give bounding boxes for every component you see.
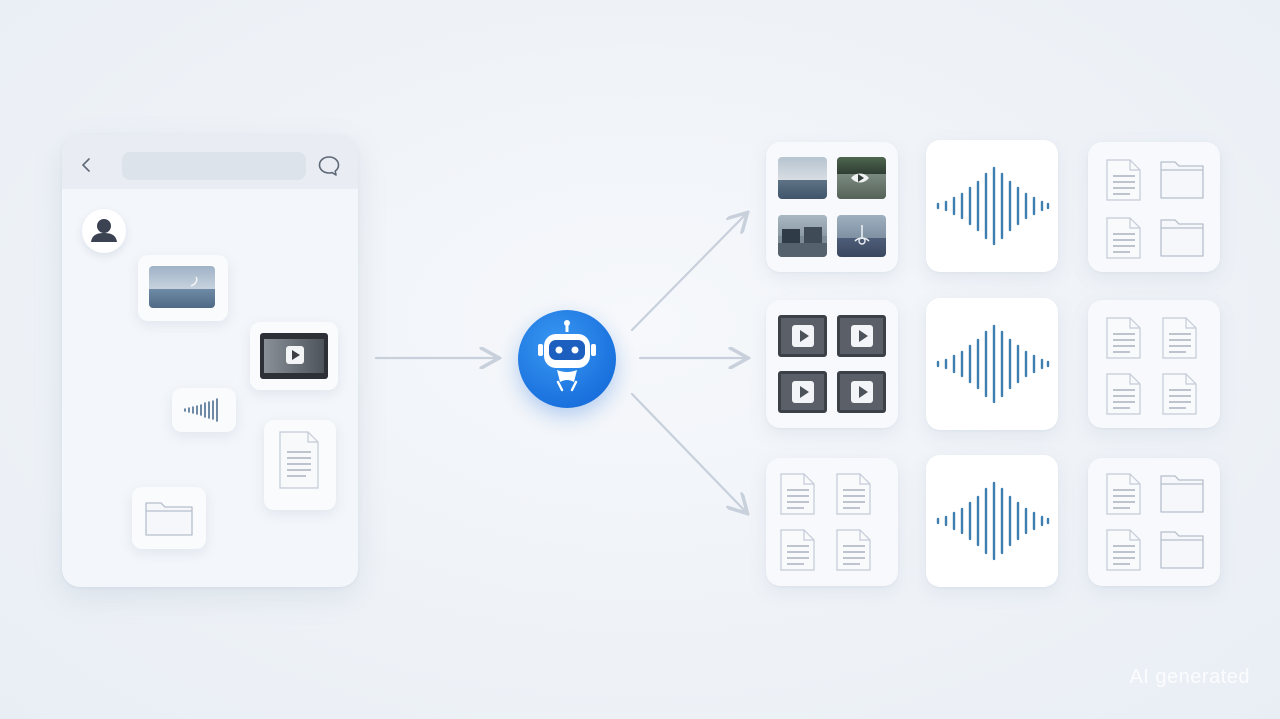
video-message[interactable] xyxy=(250,322,338,390)
video-thumbnail[interactable] xyxy=(837,371,886,413)
ai-agent-hub[interactable] xyxy=(518,310,616,408)
document-icon xyxy=(836,473,871,515)
back-icon[interactable] xyxy=(80,157,94,178)
output-arrow-bottom xyxy=(630,392,746,512)
document-folder-grid-card[interactable] xyxy=(1088,458,1220,586)
waveform-icon xyxy=(184,398,218,422)
document-icon xyxy=(1106,217,1141,259)
play-icon[interactable] xyxy=(791,381,814,403)
photo-thumbnail xyxy=(837,157,886,199)
search-input[interactable] xyxy=(122,152,306,180)
document-grid-card[interactable] xyxy=(766,458,898,586)
document-icon xyxy=(780,473,815,515)
document-icon xyxy=(1106,317,1141,359)
document-icon xyxy=(780,529,815,571)
document-icon xyxy=(1106,159,1141,201)
photo-thumbnail xyxy=(778,157,827,199)
video-thumbnail[interactable] xyxy=(778,315,827,357)
folder-icon xyxy=(1160,531,1204,569)
play-icon[interactable] xyxy=(850,325,873,347)
audio-output-card[interactable] xyxy=(926,298,1058,430)
play-icon[interactable] xyxy=(791,325,814,347)
folder-icon xyxy=(1160,219,1204,257)
document-icon xyxy=(1106,473,1141,515)
video-thumbnail xyxy=(260,333,328,379)
photo-thumbnail xyxy=(149,266,215,308)
folder-icon xyxy=(1160,161,1204,199)
document-folder-grid-card[interactable] xyxy=(1088,142,1220,272)
watermark-text: AI generated xyxy=(1129,666,1250,688)
document-icon xyxy=(279,431,319,489)
folder-icon xyxy=(145,502,193,536)
audio-output-card[interactable] xyxy=(926,455,1058,587)
audio-output-card[interactable] xyxy=(926,140,1058,272)
folder-message[interactable] xyxy=(132,487,206,549)
document-icon xyxy=(1162,317,1197,359)
play-icon[interactable] xyxy=(850,381,873,403)
avatar[interactable] xyxy=(82,209,126,253)
play-icon[interactable] xyxy=(286,346,304,364)
document-icon xyxy=(1162,373,1197,415)
document-icon xyxy=(836,529,871,571)
video-grid-card[interactable] xyxy=(766,300,898,428)
document-message[interactable] xyxy=(264,420,336,510)
video-thumbnail[interactable] xyxy=(778,371,827,413)
robot-icon xyxy=(538,320,596,392)
document-icon xyxy=(1106,373,1141,415)
document-icon xyxy=(1106,529,1141,571)
output-arrow-top xyxy=(630,214,746,332)
folder-icon xyxy=(1160,475,1204,513)
user-icon xyxy=(91,219,117,242)
document-grid-card[interactable] xyxy=(1088,300,1220,428)
video-thumbnail[interactable] xyxy=(837,315,886,357)
photo-thumbnail xyxy=(837,215,886,257)
image-message[interactable] xyxy=(138,255,228,321)
waveform-icon xyxy=(936,481,1050,561)
waveform-icon xyxy=(936,166,1050,246)
photo-thumbnail xyxy=(778,215,827,257)
chat-window xyxy=(62,135,358,587)
chat-bubble-icon[interactable] xyxy=(317,155,341,182)
audio-message[interactable] xyxy=(172,388,236,432)
image-grid-card[interactable] xyxy=(766,142,898,272)
waveform-icon xyxy=(936,324,1050,404)
